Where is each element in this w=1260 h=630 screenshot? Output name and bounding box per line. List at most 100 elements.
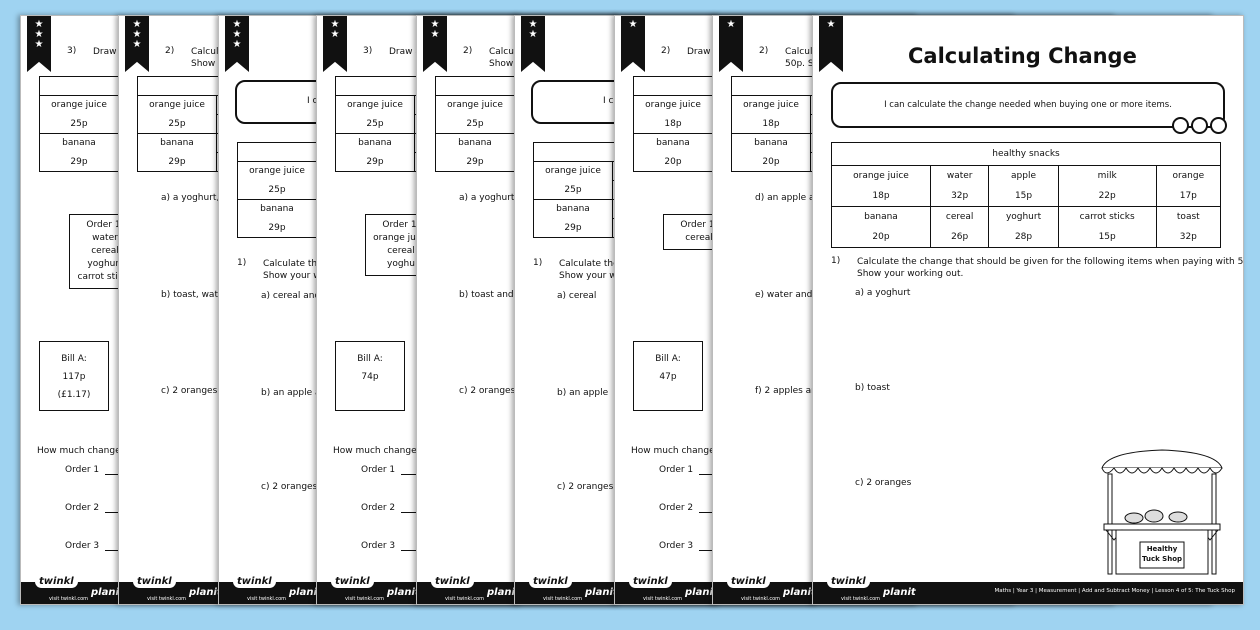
star-icon: ★	[132, 19, 142, 30]
item-price: 15p	[1057, 227, 1157, 248]
table-cell: 29p	[39, 152, 119, 172]
bill-line: 47p	[659, 372, 677, 382]
star-icon: ★	[430, 29, 440, 40]
table-cell: 20p	[731, 152, 811, 172]
item-price: 20p	[831, 227, 931, 248]
star-icon: ★	[826, 19, 836, 30]
star-icon: ★	[132, 29, 142, 40]
table-cell: 25p	[237, 180, 317, 200]
table-cell: orange juice	[335, 95, 415, 115]
footer-url: visit twinkl.com	[543, 596, 583, 602]
question-text-line1: Calcula	[191, 47, 224, 57]
question-number: 2)	[661, 46, 671, 56]
planit-logo: planit	[91, 587, 124, 598]
question-heading: 2)Calculate the50p. Show yo	[759, 46, 846, 69]
footer-url: visit twinkl.com	[841, 596, 881, 602]
change-question: How much change w	[631, 446, 725, 456]
item-name: yoghurt	[988, 206, 1059, 227]
table-cell: orange juice	[137, 95, 217, 115]
star-icon: ★	[232, 39, 242, 50]
planit-logo: planit	[387, 587, 420, 598]
order-line: carrot sticks	[77, 272, 133, 282]
question-part: c) 2 oranges	[855, 478, 912, 488]
table-cell: 25p	[137, 114, 217, 134]
planit-logo: planit	[783, 587, 816, 598]
twinkl-logo: twinkl	[529, 575, 572, 588]
question-part: c) 2 oranges	[557, 482, 614, 492]
star-icon: ★	[628, 19, 638, 30]
planit-logo: planit	[685, 587, 718, 598]
star-icon: ★	[132, 39, 142, 50]
difficulty-ribbon: ★	[819, 16, 843, 72]
star-icon: ★	[528, 29, 538, 40]
table-cell: banana	[731, 133, 811, 153]
star-icon: ★	[330, 19, 340, 30]
twinkl-logo: twinkl	[35, 575, 78, 588]
table-cell: orange juice	[533, 161, 613, 181]
change-question: How much change w	[333, 446, 427, 456]
bill-box: Bill A:47p	[633, 341, 703, 411]
table-cell: banana	[435, 133, 515, 153]
item-name: milk	[1057, 165, 1157, 186]
item-name: cereal	[929, 206, 990, 227]
table-cell: 25p	[39, 114, 119, 134]
order-label: Order 3	[361, 541, 396, 551]
question-number: 1)	[533, 258, 543, 268]
question-part: a) cereal	[557, 291, 597, 301]
question-text: Draw a	[93, 46, 125, 58]
difficulty-ribbon: ★★★	[125, 16, 149, 72]
item-name: orange juice	[831, 165, 931, 186]
order-label: Order 2	[361, 503, 396, 513]
table-cell: banana	[335, 133, 415, 153]
item-price: 32p	[1155, 227, 1222, 248]
question-part: f) 2 apples an	[755, 386, 817, 396]
planit-logo: planit	[189, 587, 222, 598]
table-cell: 29p	[237, 218, 317, 238]
table-cell: banana	[533, 199, 613, 219]
question-part: b) an apple a	[261, 388, 321, 398]
bill-line: 117p	[62, 372, 86, 382]
star-icon: ★	[726, 19, 736, 30]
question-part: a) a yoghurt	[855, 288, 911, 298]
twinkl-logo: twinkl	[133, 575, 176, 588]
question-number: 2)	[759, 46, 769, 56]
item-price: 18p	[831, 186, 931, 207]
twinkl-logo-text: twinkl	[629, 575, 672, 588]
item-price: 32p	[929, 186, 990, 207]
item-name: orange	[1155, 165, 1222, 186]
footer-url: visit twinkl.com	[643, 596, 683, 602]
planit-logo: planit	[585, 587, 618, 598]
table-cell: banana	[39, 133, 119, 153]
star-icon: ★	[430, 19, 440, 30]
twinkl-logo-text: twinkl	[331, 575, 374, 588]
question-text: Draw a	[389, 46, 421, 58]
twinkl-logo-text: twinkl	[431, 575, 474, 588]
item-price: 17p	[1155, 186, 1222, 207]
table-cell: 18p	[633, 114, 713, 134]
planit-logo: planit	[883, 587, 916, 598]
star-icon: ★	[34, 39, 44, 50]
table-cell: 29p	[435, 152, 515, 172]
table-cell: orange juice	[435, 95, 515, 115]
question-text-line1: Calculate the	[559, 259, 619, 269]
question-part: e) water and	[755, 290, 813, 300]
question-number: 1)	[831, 256, 841, 266]
question-part: a) a yoghurt	[459, 193, 515, 203]
table-cell: orange juice	[39, 95, 119, 115]
question-heading: 1)Calculate the change that should be gi…	[831, 256, 1243, 279]
table-cell: 29p	[335, 152, 415, 172]
order-label: Order 3	[65, 541, 100, 551]
question-part: d) an apple a	[755, 193, 815, 203]
table-cell: banana	[633, 133, 713, 153]
question-text-line2: Show y	[191, 59, 224, 69]
order-line: Order 1:	[86, 220, 124, 230]
star-icon: ★	[330, 29, 340, 40]
